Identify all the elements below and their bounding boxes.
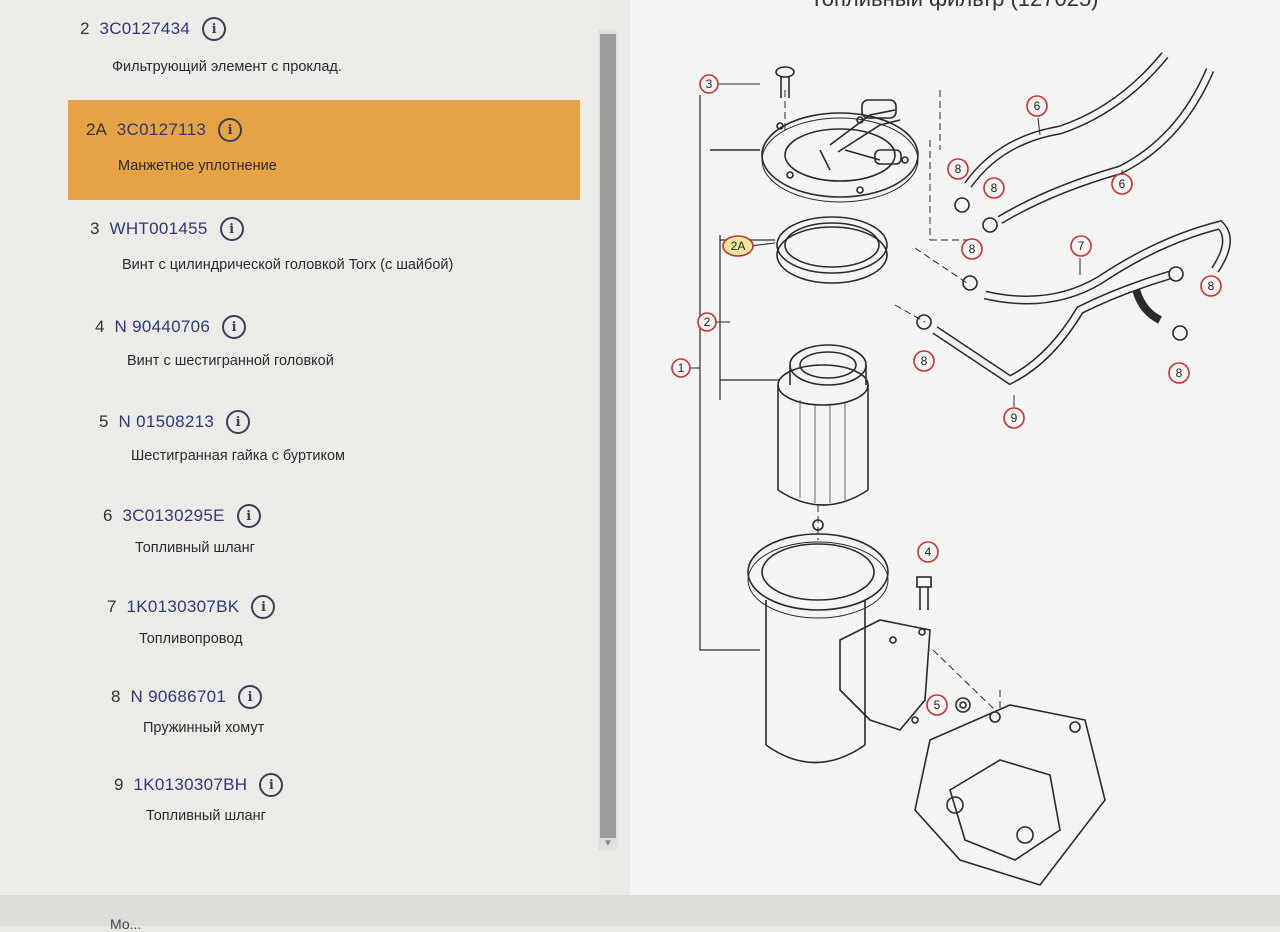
callout-2A[interactable]: 2A (722, 235, 754, 257)
part-number: 9 (114, 775, 124, 794)
callout-8[interactable]: 8 (947, 158, 969, 180)
filter-housing-drawing (747, 533, 931, 764)
info-icon[interactable]: i (219, 217, 244, 241)
seal-ring-2A-drawing (776, 216, 888, 284)
part-number: 2 (80, 19, 90, 38)
info-icon[interactable]: i (251, 595, 276, 619)
svg-text:6: 6 (1034, 99, 1041, 113)
part-number: 8 (111, 687, 121, 706)
hose-clamps-drawing (916, 197, 1188, 341)
bottom-panel (0, 895, 1280, 926)
part-number: 5 (99, 412, 109, 431)
callout-5[interactable]: 5 (926, 694, 948, 716)
exploded-parts-diagram (690, 52, 1231, 886)
part-description: Топливный шланг (135, 540, 255, 556)
callout-6[interactable]: 6 (1111, 173, 1133, 195)
diagram-title: Топливный фильтр (127025) (810, 0, 1099, 12)
svg-text:8: 8 (1176, 366, 1183, 380)
info-icon[interactable]: i (238, 685, 263, 709)
part-number: 7 (107, 597, 117, 616)
svg-text:4: 4 (925, 545, 932, 559)
info-icon[interactable]: i (236, 504, 261, 528)
part-description: Фильтрующий элемент с проклад. (112, 59, 342, 75)
part-number: 6 (103, 506, 113, 525)
callout-8[interactable]: 8 (1168, 362, 1190, 384)
part-description: Пружинный хомут (143, 720, 265, 736)
svg-text:8: 8 (921, 354, 928, 368)
part-code-link[interactable]: 3C0130295E (122, 506, 225, 525)
fuel-hose-6-drawing (964, 52, 1215, 224)
svg-text:8: 8 (955, 162, 962, 176)
part-description: Шестигранная гайка с буртиком (131, 448, 345, 464)
info-icon[interactable]: i (226, 410, 251, 434)
part-description: Винт с шестигранной головкой (127, 353, 334, 369)
filter-cap-drawing (761, 99, 919, 203)
callout-8[interactable]: 8 (1200, 275, 1222, 297)
part-code-link[interactable]: 1K0130307BK (126, 597, 240, 616)
info-icon[interactable]: i (202, 17, 227, 41)
part-code-link[interactable]: N 90440706 (114, 317, 211, 336)
diagram-panel: 3 2A 2 1 6 6 7 (630, 0, 1280, 895)
part-code-link[interactable]: N 90686701 (130, 687, 227, 706)
bottom-panel-text: Мо... (110, 916, 142, 932)
part-number: 3 (90, 219, 100, 238)
part-description: Манжетное уплотнение (118, 158, 277, 174)
callout-8[interactable]: 8 (983, 177, 1005, 199)
svg-text:8: 8 (991, 181, 998, 195)
svg-text:2A: 2A (731, 239, 746, 253)
info-icon[interactable]: i (259, 773, 284, 797)
parts-list-panel: 2 3C0127434 i Фильтрующий элемент с прок… (0, 0, 600, 895)
info-icon[interactable]: i (222, 315, 247, 339)
fuel-hose-9-drawing (932, 270, 1172, 386)
svg-text:6: 6 (1119, 177, 1126, 191)
callout-4[interactable]: 4 (917, 541, 939, 563)
svg-text:8: 8 (969, 242, 976, 256)
part-code-link[interactable]: WHT001455 (109, 219, 208, 238)
part-code-link[interactable]: 1K0130307BH (133, 775, 248, 794)
info-icon[interactable]: i (218, 118, 243, 142)
part-description: Топливопровод (139, 631, 243, 647)
svg-text:3: 3 (706, 77, 713, 91)
part-description: Винт с цилиндрической головкой Torx (с ш… (122, 257, 454, 273)
svg-text:1: 1 (678, 361, 685, 375)
callout-8[interactable]: 8 (961, 238, 983, 260)
bolt-4-drawing (916, 576, 932, 610)
callout-9[interactable]: 9 (1003, 407, 1025, 429)
callout-labels: 3 2A 2 1 6 6 7 (671, 74, 1222, 716)
nut-5-drawing (955, 697, 971, 713)
mount-bracket-drawing (914, 704, 1106, 886)
chevron-down-icon[interactable]: ▼ (603, 838, 613, 849)
part-number: 2A (86, 120, 107, 139)
part-code-link[interactable]: 3C0127113 (116, 120, 207, 139)
part-code-link[interactable]: 3C0127434 (99, 19, 191, 38)
callout-8[interactable]: 8 (913, 350, 935, 372)
svg-text:7: 7 (1078, 239, 1085, 253)
callout-6[interactable]: 6 (1026, 95, 1048, 117)
part-number: 4 (95, 317, 105, 336)
selected-row-highlight (68, 100, 580, 200)
part-code-link[interactable]: N 01508213 (118, 412, 215, 431)
part-description: Топливный шланг (146, 808, 266, 824)
svg-text:2: 2 (704, 315, 711, 329)
screw-3-drawing (775, 66, 795, 98)
scrollbar-thumb[interactable] (600, 34, 616, 838)
svg-text:5: 5 (934, 698, 941, 712)
svg-text:9: 9 (1011, 411, 1018, 425)
callout-7[interactable]: 7 (1070, 235, 1092, 257)
callout-2[interactable]: 2 (697, 312, 717, 332)
callout-3[interactable]: 3 (699, 74, 719, 94)
callout-1[interactable]: 1 (671, 358, 691, 378)
svg-text:8: 8 (1208, 279, 1215, 293)
